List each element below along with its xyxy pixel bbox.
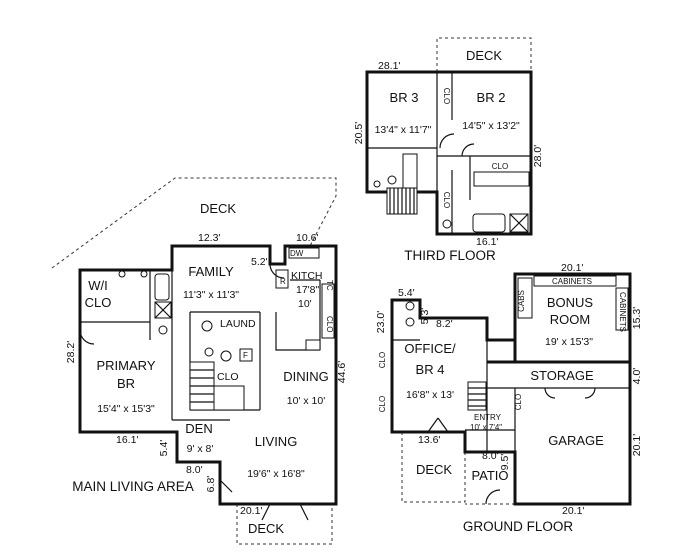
main-right-dim: 44.6' [336, 361, 348, 383]
third-floor-caption: THIRD FLOOR [404, 248, 496, 263]
bonus-room-label-2: ROOM [550, 312, 590, 327]
main-deck-top-label: DECK [200, 201, 236, 216]
main-deck-bottom-label: DECK [248, 521, 284, 536]
office-closet-label-1: CLO [378, 352, 387, 368]
entry-side-dim: 6.8' [205, 476, 217, 493]
office-left-dim: 23.0' [375, 311, 387, 333]
ground-floor-caption: GROUND FLOOR [463, 519, 574, 534]
storage-label: STORAGE [530, 368, 594, 383]
third-floor: DECK 28.1' 20.5' 28.0' 16.1' BR 3 13'4" … [353, 37, 544, 263]
kitchen-size: 17'8" [296, 284, 320, 296]
kitchen-label: KITCH [291, 270, 323, 282]
bathtub-fixture [472, 213, 506, 233]
main-bottom-dim: 20.1' [240, 505, 262, 517]
third-floor-top-dim: 28.1' [378, 60, 400, 72]
garage-bottom-dim: 20.1' [562, 505, 584, 517]
walk-in-closet-label-2: CLO [85, 295, 112, 310]
patio-top-dim: 8.0' [482, 450, 499, 462]
dining-size: 10' x 10' [287, 395, 325, 407]
toilet-fixture [387, 175, 397, 185]
refrigerator-label: R [280, 277, 286, 286]
ground-outer-wall [390, 272, 632, 506]
kitchen-closet-label: CLO [325, 316, 334, 332]
third-floor-bottom-dim: 16.1' [476, 236, 498, 248]
ground-deck-label: DECK [416, 462, 452, 477]
dishwasher-label: DW [290, 249, 304, 258]
third-floor-closet-label-3: CLO [442, 192, 451, 208]
bonus-top-dim: 20.1' [561, 262, 583, 274]
third-floor-closet-label: CLO [492, 162, 508, 171]
third-floor-deck-outline [436, 37, 532, 72]
main-closet-label: CLO [217, 371, 239, 383]
third-floor-deck-label: DECK [466, 48, 502, 63]
garage-closet-label: CLO [514, 394, 523, 410]
br3-label: BR 3 [390, 90, 419, 105]
third-floor-closet-label-2: CLO [442, 88, 451, 104]
living-label: LIVING [255, 434, 298, 449]
laundry-label: LAUND [220, 318, 256, 330]
office-stub-dim: 5.3' [419, 308, 431, 325]
office-inner-dim: 8.2' [436, 318, 453, 330]
patio-side-dim: 9.5' [499, 454, 511, 471]
main-outer-wall [78, 244, 338, 506]
main-top-kitchen-dim: 10.6' [296, 232, 318, 244]
den-left-dim: 5.4' [158, 440, 170, 457]
main-top-family-dim: 12.3' [198, 232, 220, 244]
primary-br-label-2: BR [117, 376, 135, 391]
main-deck-top-outline [51, 177, 337, 269]
third-floor-left-dim: 20.5' [353, 122, 365, 144]
primary-br-size: 15'4" x 15'3" [97, 403, 155, 415]
office-top-dim: 5.4' [398, 287, 415, 299]
br2-label: BR 2 [477, 90, 506, 105]
den-bottom-dim: 8.0' [186, 464, 203, 476]
br2-size: 14'5" x 13'2" [462, 120, 520, 132]
kitchen-depth-dim: 10' [298, 298, 312, 310]
bonus-right-dim: 15.3' [631, 307, 643, 329]
third-floor-right-dim: 28.0' [532, 145, 544, 167]
br3-size: 13'4" x 11'7" [375, 124, 432, 136]
den-label: DEN [185, 421, 212, 436]
storage-right-dim: 4.0' [631, 368, 643, 385]
cabinets-label-side: CABINETS [618, 292, 627, 332]
office-size: 16'8" x 13' [406, 389, 454, 401]
dining-label: DINING [283, 369, 329, 384]
cabinets-label-top: CABINETS [552, 277, 592, 286]
entry-size: 10' x 7'4" [470, 423, 502, 432]
third-floor-stairs [386, 153, 418, 215]
ground-stairs [467, 381, 487, 411]
walk-in-closet-label-1: W/I [88, 278, 108, 293]
ground-deck-outline [401, 432, 466, 503]
living-size: 19'6" x 16'8" [247, 468, 305, 480]
entry-label: ENTRY [474, 413, 502, 422]
main-stairs [189, 361, 245, 411]
cabs-label: CABS [517, 290, 526, 312]
main-left-dim: 28.2' [65, 341, 77, 363]
bonus-room-size: 19' x 15'3" [545, 336, 593, 348]
office-closet-label-2: CLO [378, 396, 387, 412]
ground-floor: CABINETS CABS CABINETS 20.1' 15.3' 4.0' … [375, 262, 643, 534]
office-label-2: BR 4 [416, 362, 445, 377]
main-step-dim: 5.2' [251, 256, 268, 268]
main-living-area: DECK DECK 12.3' 10.6' 5.2' 28.2' 44.6' 1… [51, 177, 348, 545]
main-deck-bottom-outline [236, 504, 333, 545]
den-size: 9' x 8' [187, 443, 214, 455]
ground-deck-top-dim: 13.6' [418, 434, 440, 446]
family-size: 11'3" x 11'3" [183, 289, 239, 301]
trash-compactor-label: TC [325, 280, 334, 291]
freezer-label: F [243, 351, 248, 360]
garage-right-dim: 20.1' [631, 434, 643, 456]
office-label-1: OFFICE/ [404, 341, 456, 356]
primary-br-label-1: PRIMARY [97, 358, 156, 373]
primary-bottom-dim: 16.1' [116, 434, 138, 446]
family-label: FAMILY [188, 264, 234, 279]
bonus-room-label-1: BONUS [547, 295, 594, 310]
main-floor-caption: MAIN LIVING AREA [72, 479, 194, 494]
patio-label: PATIO [471, 468, 508, 483]
garage-label: GARAGE [548, 433, 604, 448]
